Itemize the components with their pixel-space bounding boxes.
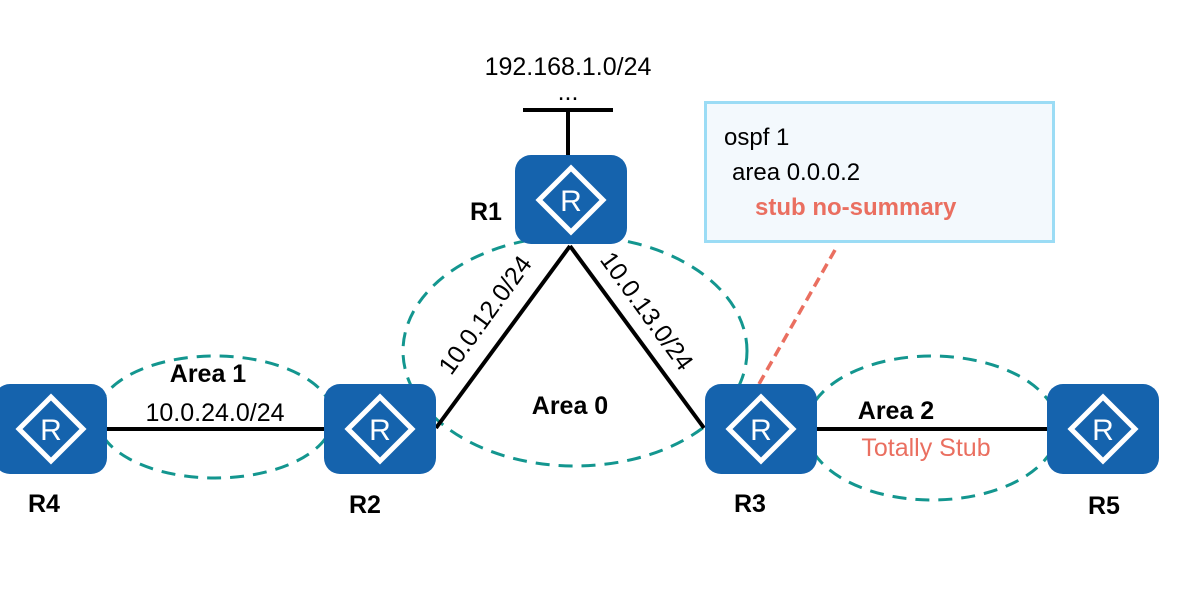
- config-line-stub: stub no-summary: [755, 194, 957, 221]
- router-r4[interactable]: R: [0, 384, 107, 474]
- svg-text:R: R: [750, 414, 772, 447]
- router-icon: R: [1067, 393, 1139, 465]
- config-line-area: area 0.0.0.2: [732, 159, 861, 186]
- router-r2[interactable]: R: [324, 384, 436, 474]
- lan-ellipsis: ...: [558, 78, 579, 106]
- svg-text:R: R: [369, 414, 391, 447]
- router-icon: R: [344, 393, 416, 465]
- subnet-label-r1-r3: 10.0.13.0/24: [594, 247, 698, 376]
- router-label-r2: R2: [349, 491, 381, 519]
- lan-subnet-label: 192.168.1.0/24: [485, 53, 652, 81]
- svg-text:R: R: [1092, 414, 1114, 447]
- router-r1[interactable]: R: [515, 155, 627, 244]
- router-label-r5: R5: [1088, 492, 1120, 520]
- svg-text:R: R: [40, 414, 62, 447]
- router-icon: R: [725, 393, 797, 465]
- area-0-boundary: [401, 234, 749, 468]
- router-label-r4: R4: [28, 490, 60, 518]
- callout-leader: [757, 249, 837, 385]
- router-icon: R: [15, 393, 87, 465]
- link-r1-r3: [568, 244, 706, 430]
- router-label-r1: R1: [470, 198, 502, 226]
- area-0-label: Area 0: [532, 392, 608, 420]
- router-r5[interactable]: R: [1047, 384, 1159, 474]
- lan-segment: [523, 108, 613, 156]
- router-r3[interactable]: R: [705, 384, 817, 474]
- area-2-type-label: Totally Stub: [861, 434, 990, 462]
- ospf-config-callout: ospf 1 area 0.0.0.2 stub no-summary: [704, 101, 1055, 243]
- svg-text:R: R: [560, 185, 582, 218]
- router-icon: R: [535, 164, 607, 236]
- subnet-label-r4-r2: 10.0.24.0/24: [145, 399, 284, 427]
- area-1-label: Area 1: [170, 360, 247, 388]
- router-label-r3: R3: [734, 490, 766, 518]
- link-r2-r1: [434, 244, 572, 430]
- config-line-process: ospf 1: [724, 124, 790, 151]
- area-2-label: Area 2: [858, 397, 934, 425]
